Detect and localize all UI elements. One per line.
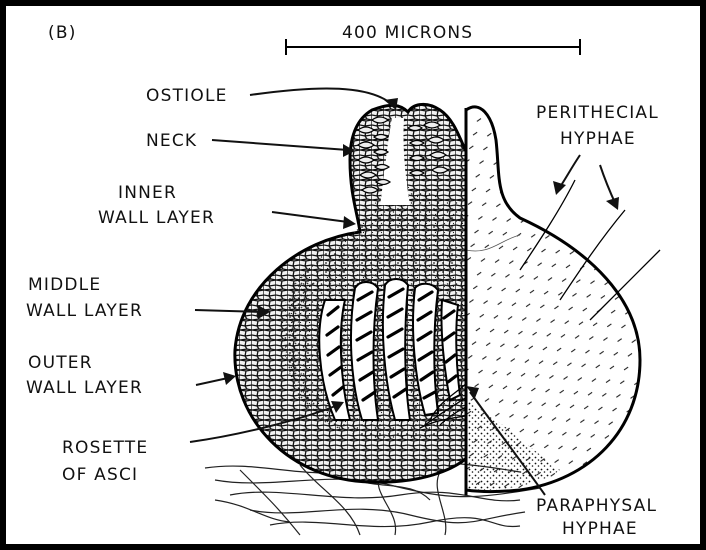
label-rosette-2: OF ASCI: [62, 465, 138, 485]
label-rosette-1: ROSETTE: [62, 438, 148, 458]
label-inner-wall-2: WALL LAYER: [98, 208, 215, 228]
label-neck: NECK: [146, 131, 197, 151]
label-perithecial-2: HYPHAE: [560, 129, 636, 149]
label-outer-wall-1: OUTER: [28, 353, 93, 373]
label-inner-wall-1: INNER: [118, 183, 177, 203]
label-middle-wall-1: MIDDLE: [28, 275, 101, 295]
perithecium-exterior: [466, 107, 640, 492]
label-paraphysal-1: PARAPHYSAL: [536, 496, 657, 516]
label-ostiole: OSTIOLE: [146, 86, 228, 106]
label-middle-wall-2: WALL LAYER: [26, 301, 143, 321]
panel-label: (B): [48, 23, 77, 43]
label-perithecial-1: PERITHECIAL: [536, 103, 659, 123]
label-paraphysal-2: HYPHAE: [562, 519, 638, 539]
scale-bar-label: 400 MICRONS: [342, 23, 473, 43]
label-outer-wall-2: WALL LAYER: [26, 378, 143, 398]
